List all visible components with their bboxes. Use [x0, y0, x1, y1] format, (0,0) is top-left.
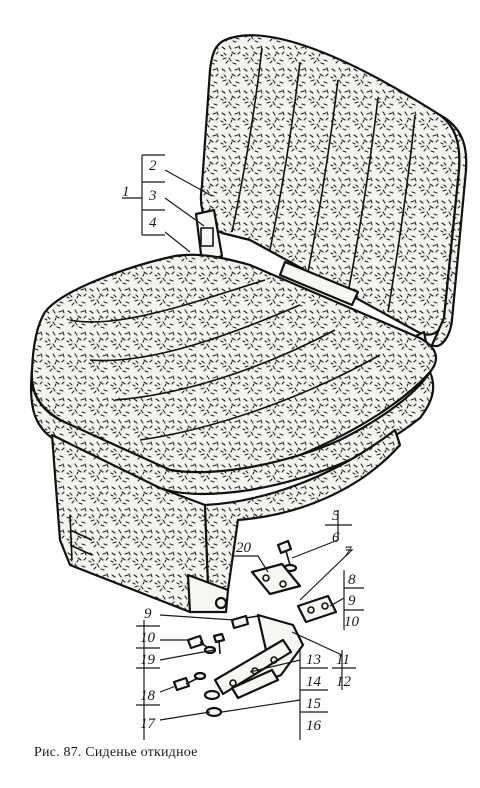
- callout-7: 7: [344, 544, 353, 560]
- callout-4: 4: [149, 215, 157, 231]
- callout-10: 10: [344, 614, 360, 630]
- seat-base: [50, 428, 402, 614]
- callout-20: 20: [236, 540, 252, 556]
- backrest: [199, 34, 468, 348]
- callout-1: 1: [122, 184, 130, 200]
- hinge-bracket-left: [194, 208, 224, 264]
- callout-10-lower: 10: [140, 630, 156, 646]
- callout-15: 15: [306, 696, 322, 712]
- callout-16: 16: [306, 718, 322, 734]
- callout-8: 8: [348, 572, 356, 588]
- hinge-strap: [278, 260, 360, 307]
- callout-19: 19: [140, 652, 156, 668]
- callout-3: 3: [148, 188, 157, 204]
- callout-5: 5: [332, 508, 340, 524]
- callout-11: 11: [336, 652, 350, 668]
- callout-17: 17: [140, 716, 157, 732]
- hardware-parts: [172, 539, 338, 718]
- callout-leaders: [122, 154, 364, 740]
- callout-6: 6: [332, 530, 340, 546]
- callout-9: 9: [348, 593, 356, 609]
- callout-labels: 1 2 3 4 5 6 20 7 8 9 10 11 12 9 10 19 18…: [122, 158, 360, 734]
- callout-2: 2: [149, 158, 157, 174]
- callout-12: 12: [336, 674, 352, 690]
- callout-18: 18: [140, 688, 156, 704]
- callout-9-lower: 9: [144, 606, 152, 622]
- callout-14: 14: [306, 674, 322, 690]
- callout-13: 13: [306, 652, 321, 668]
- figure-caption: Рис. 87. Сиденье откидное: [34, 745, 198, 760]
